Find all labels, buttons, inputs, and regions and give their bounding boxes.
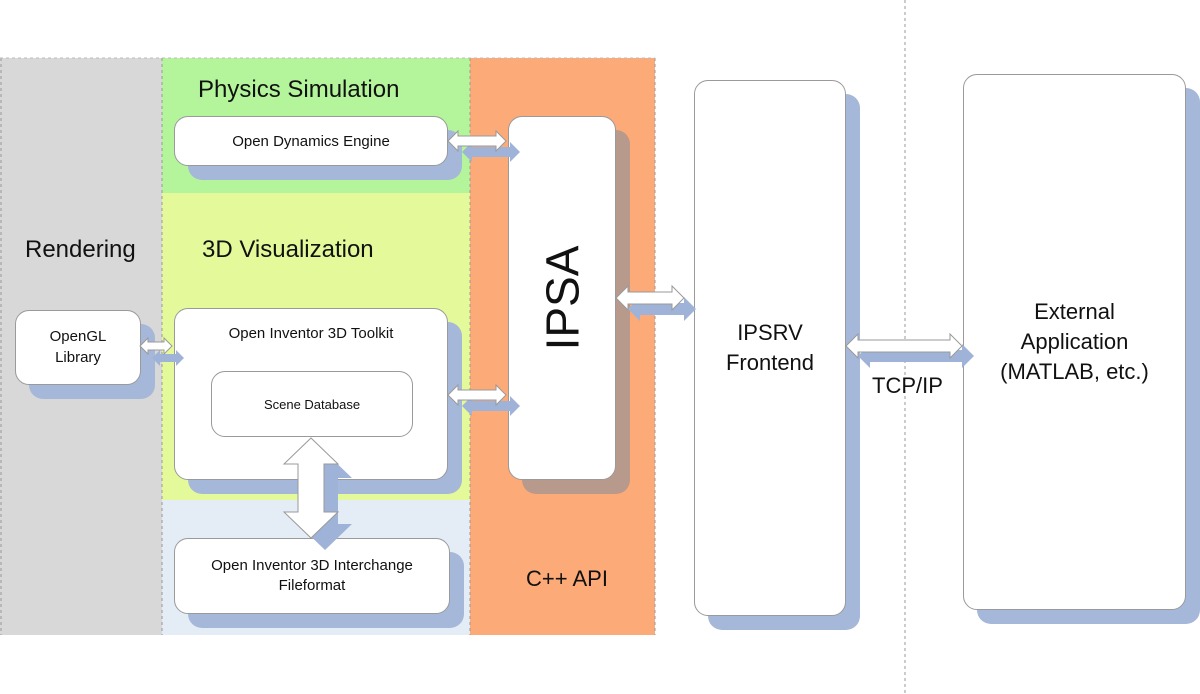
ode-ipsa-arrow (447, 129, 520, 162)
fileformat-label: Open Inventor 3D Interchange Fileformat (211, 556, 413, 594)
scene-database-label: Scene Database (263, 396, 361, 412)
scene-database-box: Scene Database (211, 371, 413, 437)
cpp-api-title: C++ API (526, 566, 608, 591)
inventor-ipsa-arrow (447, 383, 520, 416)
ipsrv-label: IPSRV Frontend (725, 320, 815, 375)
ode-label: Open Dynamics Engine (232, 132, 390, 150)
ipsrv-box: IPSRV Frontend (694, 80, 846, 616)
opengl-inventor-arrow (139, 336, 184, 366)
tcpip-label: TCP/IP (872, 373, 943, 398)
ipsrv-external-arrow (845, 332, 974, 368)
ipsa-ipsrv-arrow (615, 284, 696, 321)
visualization-title: 3D Visualization (202, 236, 374, 263)
physics-title: Physics Simulation (198, 76, 400, 103)
fileformat-box: Open Inventor 3D Interchange Fileformat (174, 538, 450, 614)
opengl-label: OpenGL Library (49, 328, 107, 366)
external-app-label: External Application (MATLAB, etc.) (1000, 299, 1149, 384)
scene-fileformat-arrow (282, 437, 352, 550)
inventor-label: Open Inventor 3D Toolkit (228, 325, 394, 342)
external-app-box: External Application (MATLAB, etc.) (963, 74, 1186, 610)
ode-box: Open Dynamics Engine (174, 116, 448, 166)
rendering-title: Rendering (25, 236, 136, 263)
opengl-box: OpenGL Library (15, 310, 141, 385)
